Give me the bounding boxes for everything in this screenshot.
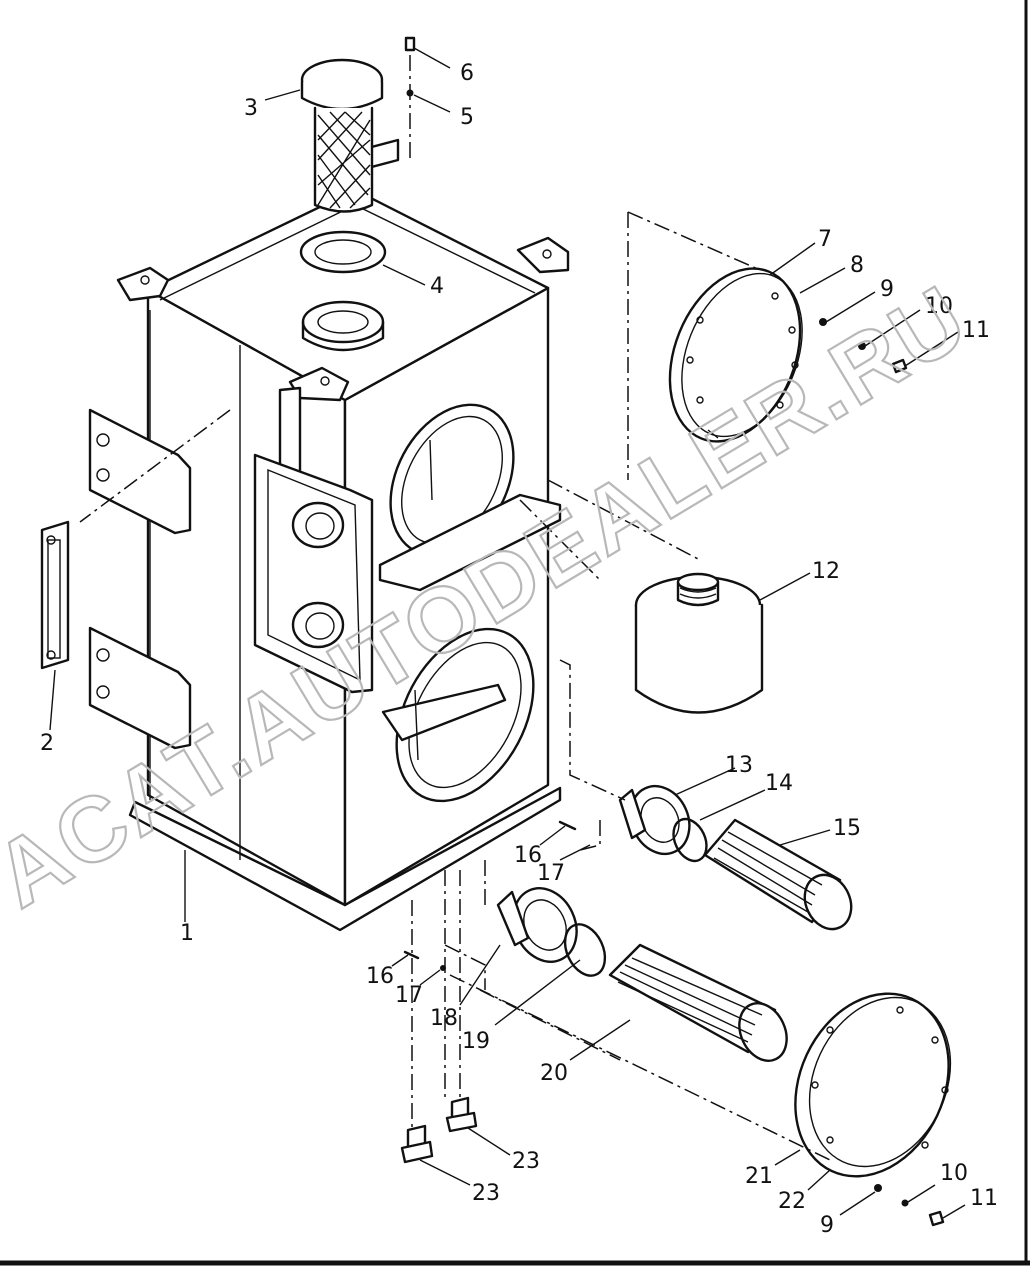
callout-8: 8 — [850, 253, 864, 278]
breather-filler — [300, 58, 384, 213]
bolt-set-upper — [819, 318, 908, 374]
callout-13: 13 — [725, 753, 753, 778]
callout-9-lower: 9 — [820, 1213, 834, 1238]
callout-7: 7 — [818, 227, 832, 252]
drain-plug-2 — [445, 1096, 478, 1133]
assembly-lines — [79, 211, 831, 1161]
callout-16-lower: 16 — [366, 964, 394, 989]
leader-lines — [49, 47, 966, 1219]
callout-6: 6 — [460, 61, 474, 86]
callout-16-upper: 16 — [514, 843, 542, 868]
callout-12: 12 — [812, 559, 840, 584]
callout-14: 14 — [765, 771, 793, 796]
small-screws — [403, 820, 577, 971]
pipe-port-panel — [253, 453, 374, 694]
callout-17-lower: 17 — [395, 983, 423, 1008]
filter-housing-lower — [496, 887, 578, 963]
drain-plug-1 — [400, 1124, 434, 1164]
callout-20: 20 — [540, 1061, 568, 1086]
filter-element-lower — [608, 943, 788, 1062]
callout-10: 10 — [925, 294, 953, 319]
upper-cover-plate — [668, 267, 803, 443]
callout-23-left: 23 — [472, 1181, 500, 1206]
callout-11-lower: 11 — [970, 1186, 998, 1211]
gasket-ring — [299, 230, 387, 352]
callout-19: 19 — [462, 1029, 490, 1054]
filter-element-upper — [703, 818, 853, 931]
callout-2: 2 — [40, 731, 54, 756]
callout-21: 21 — [745, 1164, 773, 1189]
o-ring-upper — [672, 817, 708, 863]
callout-22: 22 — [778, 1189, 806, 1214]
callout-5: 5 — [460, 105, 474, 130]
callout-4: 4 — [430, 274, 444, 299]
callout-9: 9 — [880, 277, 894, 302]
callout-10-lower: 10 — [940, 1161, 968, 1186]
callout-15: 15 — [833, 816, 861, 841]
callout-1: 1 — [180, 921, 194, 946]
callout-18: 18 — [430, 1006, 458, 1031]
suction-filter — [634, 572, 764, 714]
callout-23-right: 23 — [512, 1149, 540, 1174]
lower-inspection-opening — [381, 627, 535, 803]
bolt-set-lower — [874, 1184, 945, 1227]
level-gauge — [40, 520, 70, 670]
callout-11: 11 — [962, 318, 990, 343]
callout-3: 3 — [244, 96, 258, 121]
mounting-bracket-lower — [88, 626, 192, 750]
lower-cover-plate — [794, 992, 952, 1178]
callout-17-upper: 17 — [537, 861, 565, 886]
mounting-bracket-upper — [88, 408, 192, 535]
o-ring-lower — [563, 923, 607, 977]
upper-inspection-opening — [378, 403, 562, 592]
screw-and-washer-top — [404, 36, 416, 160]
